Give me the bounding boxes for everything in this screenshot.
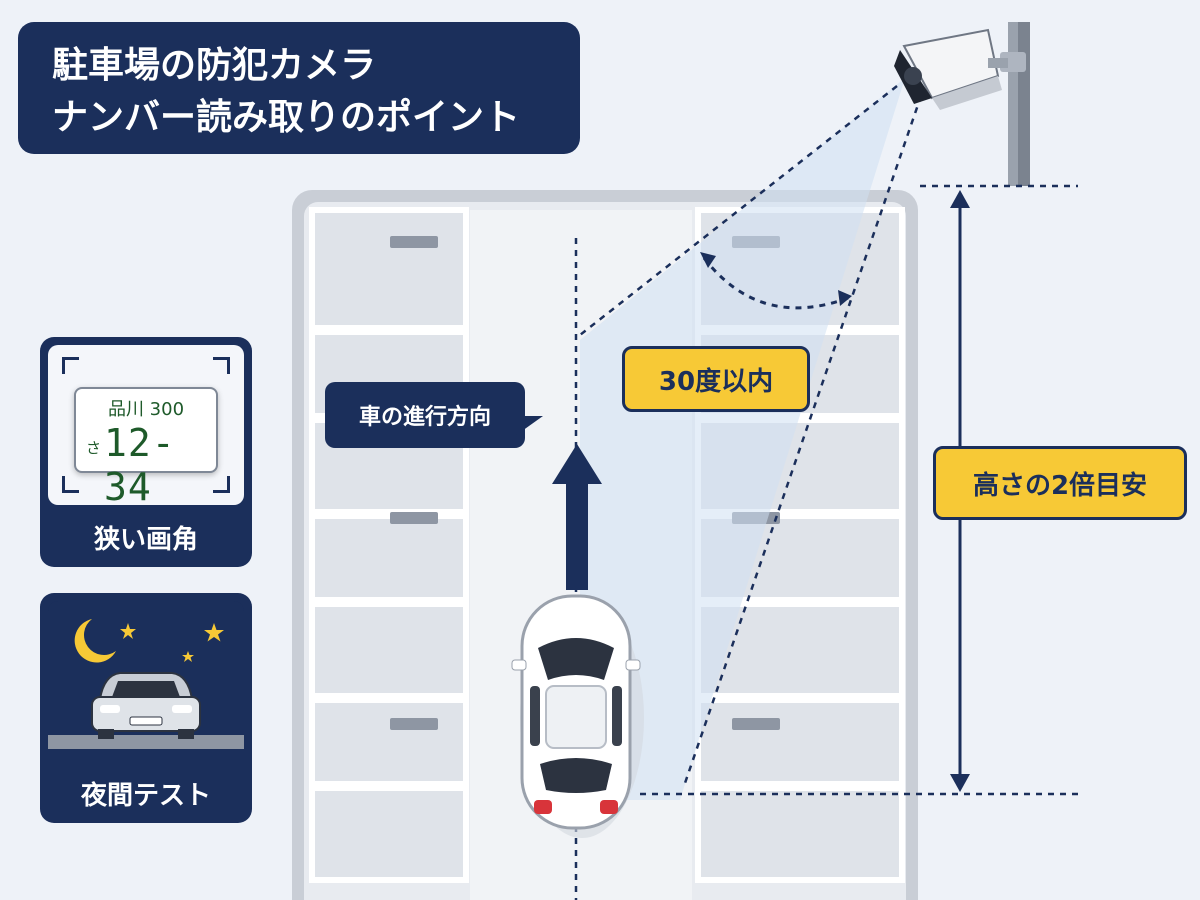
moon-icon bbox=[74, 619, 116, 663]
star-icon bbox=[182, 651, 194, 662]
license-plate-icon: 品川 300 さ 12-34 bbox=[74, 387, 218, 509]
narrow-angle-card: 品川 300 さ 12-34 狭い画角 bbox=[40, 337, 252, 567]
security-camera-icon bbox=[894, 28, 1008, 110]
direction-arrow bbox=[552, 444, 602, 590]
car-icon bbox=[91, 672, 201, 739]
height-tag: 高さの2倍目安 bbox=[933, 446, 1187, 520]
plate-region: 品川 300 bbox=[107, 399, 185, 420]
star-icon bbox=[120, 623, 136, 639]
title-line-2: ナンバー読み取りのポイント bbox=[52, 97, 521, 138]
plate-preview: 品川 300 さ 12-34 bbox=[48, 345, 244, 509]
night-test-card: 夜間テスト bbox=[40, 593, 252, 823]
title-banner: 駐車場の防犯カメラ ナンバー読み取りのポイント bbox=[18, 22, 580, 154]
angle-tag: 30度以内 bbox=[622, 346, 810, 412]
camera-pole bbox=[1000, 22, 1030, 186]
camera-view-cone bbox=[580, 78, 905, 800]
plate-kana: さ bbox=[86, 439, 102, 457]
title-line-1: 駐車場の防犯カメラ bbox=[52, 45, 377, 86]
left-parking-stalls bbox=[309, 207, 469, 883]
star-icon bbox=[204, 623, 224, 642]
direction-callout: 車の進行方向 bbox=[325, 382, 543, 448]
night-test-label: 夜間テスト bbox=[80, 780, 211, 811]
car-icon bbox=[511, 594, 644, 838]
narrow-angle-label: 狭い画角 bbox=[93, 524, 198, 555]
plate-number: 12-34 bbox=[104, 421, 176, 509]
night-scene bbox=[48, 601, 244, 749]
